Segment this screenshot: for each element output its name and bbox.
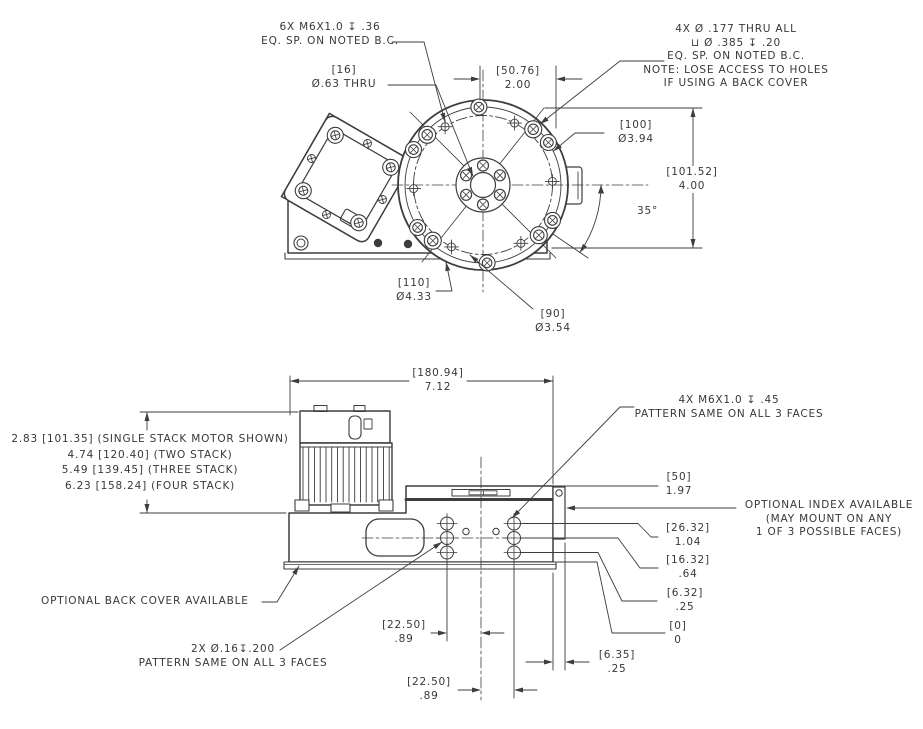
dim-bolt-offset: [50.76] 2.00	[496, 65, 540, 92]
dim-26-32: [26.32] 1.04	[666, 522, 710, 549]
stack-line: 5.49 [139.45] (THREE STACK)	[61, 464, 239, 477]
dim-6-35: [6.35] .25	[599, 649, 635, 676]
dim-mm: [26.32]	[666, 522, 710, 534]
note-line: PATTERN SAME ON ALL 3 FACES	[634, 407, 824, 420]
dim-0: [0] 0	[669, 620, 686, 647]
top-view	[280, 41, 703, 310]
dim-inch: .64	[678, 567, 698, 580]
dim-inch: 4.00	[678, 179, 706, 192]
dim-overall-width: [180.94] 7.12	[411, 367, 465, 394]
dim-inch: .25	[675, 600, 695, 613]
dim-22-50-upper: [22.50] .89	[382, 619, 426, 646]
dim-inch: 7.12	[424, 380, 452, 393]
dim-mm: [101.52]	[666, 166, 718, 178]
dim-mm: [0]	[669, 620, 687, 632]
motor-corner-screws	[294, 126, 400, 232]
stack-line: 2.83 [101.35] (SINGLE STACK MOTOR SHOWN)	[11, 433, 289, 445]
dim-mm: [50.76]	[496, 65, 540, 77]
dim-inch: Ø.63 THRU	[311, 77, 377, 90]
dim-mm: [6.32]	[666, 587, 704, 599]
dim-mm: [110]	[397, 277, 431, 289]
dim-mm: [50]	[666, 471, 692, 483]
dim-inch: 2.00	[504, 78, 532, 91]
dim-inch: Ø4.33	[396, 290, 432, 303]
note-line: IF USING A BACK COVER	[663, 77, 809, 89]
dim-mm: [90]	[540, 308, 566, 320]
dim-inch: Ø3.94	[618, 132, 654, 145]
dim-50: [50] 1.97	[666, 471, 693, 498]
note-4x-holes: 4X Ø .177 THRU ALL ⊔ Ø .385 ↧ .20 EQ. SP…	[643, 23, 829, 91]
holes-pattern-side	[361, 456, 561, 701]
note-4x-m6-faces: 4X M6X1.0 ↧ .45 PATTERN SAME ON ALL 3 FA…	[635, 394, 824, 421]
stack-line: 6.23 [158.24] (FOUR STACK)	[64, 479, 236, 492]
dim-outer-dia: [110] Ø4.33	[396, 277, 432, 304]
dim-mm: [100]	[619, 119, 653, 131]
motor-face-screws	[307, 139, 387, 219]
dim-inch: Ø3.54	[535, 321, 571, 334]
dimensions-side-view	[139, 375, 737, 699]
note-line: EQ. SP. ON NOTED B.C.	[667, 50, 805, 62]
hub-screws	[460, 159, 506, 211]
dim-inch: 1.04	[674, 535, 702, 548]
stack-height-options: 2.83 [101.35] (SINGLE STACK MOTOR SHOWN)…	[10, 432, 290, 495]
side-view	[139, 375, 737, 701]
tapped-holes	[406, 115, 560, 255]
note-line: (MAY MOUNT ON ANY	[765, 512, 893, 525]
note-line: 6X M6X1.0 ↧ .36	[279, 21, 381, 33]
note-optional-index: OPTIONAL INDEX AVAILABLE (MAY MOUNT ON A…	[745, 499, 913, 540]
index-block	[552, 486, 566, 540]
motor-side-view	[294, 405, 394, 513]
dim-inch: 0	[674, 633, 682, 646]
dim-mm: [16.32]	[666, 554, 710, 566]
note-line: 4X M6X1.0 ↧ .45	[678, 394, 780, 406]
flange-screws	[404, 98, 562, 272]
note-line: ⊔ Ø .385 ↧ .20	[691, 36, 781, 49]
note-line: PATTERN SAME ON ALL 3 FACES	[138, 656, 328, 669]
note-2x-holes: 2X Ø.16↧.200 PATTERN SAME ON ALL 3 FACES	[139, 643, 328, 670]
dim-inch: .25	[607, 662, 627, 675]
dim-16-32: [16.32] .64	[666, 554, 710, 581]
note-line: OPTIONAL INDEX AVAILABLE	[744, 499, 914, 511]
center-hub	[455, 157, 511, 213]
dim-inch: 1.97	[665, 484, 693, 497]
dim-mm: [6.35]	[598, 649, 636, 661]
dim-22-50-lower: [22.50] .89	[407, 676, 451, 703]
dim-mm: [16]	[331, 64, 357, 76]
dim-mm: [22.50]	[407, 676, 451, 688]
note-line: 2X Ø.16↧.200	[191, 643, 275, 655]
dim-mm: [180.94]	[412, 367, 464, 379]
dim-bc-90: [90] Ø3.54	[535, 308, 571, 335]
dim-inch: .89	[419, 689, 439, 702]
callout-center-bore: [16] Ø.63 THRU	[312, 64, 377, 91]
counterbore-holes	[418, 120, 548, 250]
note-6x-m6: 6X M6X1.0 ↧ .36 EQ. SP. ON NOTED B.C.	[261, 21, 399, 48]
note-line: EQ. SP. ON NOTED B.C.	[261, 34, 399, 47]
dim-bc-100: [100] Ø3.94	[618, 119, 654, 146]
dim-6-32: [6.32] .25	[667, 587, 703, 614]
dimensions-top-view	[387, 41, 703, 310]
housing-side-view	[283, 485, 566, 570]
note-line: 4X Ø .177 THRU ALL	[675, 23, 797, 35]
note-back-cover: OPTIONAL BACK COVER AVAILABLE	[41, 595, 249, 607]
dim-mm: [22.50]	[382, 619, 426, 631]
dim-inch: .89	[394, 632, 414, 645]
motor-top-view	[283, 115, 411, 243]
note-line: NOTE: LOSE ACCESS TO HOLES	[643, 63, 829, 76]
note-line: 1 OF 3 POSSIBLE FACES)	[755, 526, 903, 538]
dim-overall-height: [101.52] 4.00	[665, 166, 719, 193]
stack-line: 4.74 [120.40] (TWO STACK)	[67, 448, 233, 461]
dim-angle-35: 35°	[637, 205, 659, 217]
